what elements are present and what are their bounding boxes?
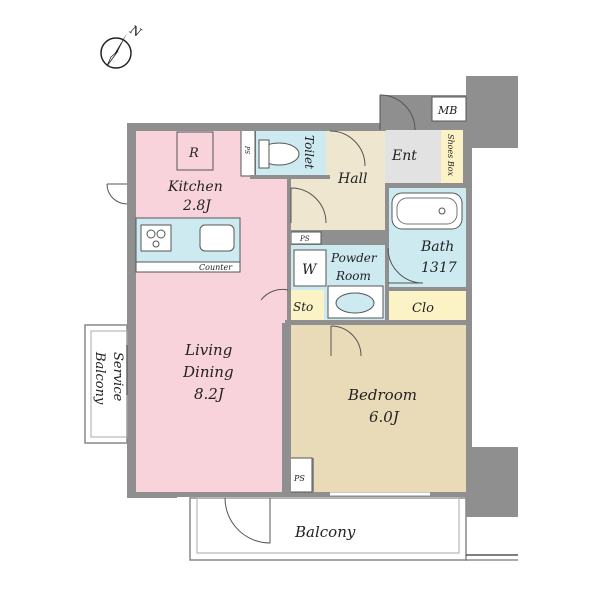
inner-wall-bath-left [385, 185, 389, 323]
balcony-name: Balcony [294, 523, 356, 541]
powder-room-line1: Powder [330, 251, 378, 265]
north-compass: N [100, 22, 144, 69]
front-door [379, 94, 416, 131]
stove-burner-icon [146, 229, 156, 239]
toilet-name: Toilet [302, 135, 316, 169]
basin-icon [335, 292, 375, 314]
corner-column-right [466, 447, 518, 517]
shaft-column [466, 76, 518, 148]
entrance-floor [385, 130, 441, 185]
living-name-line1: Living [184, 341, 232, 359]
service-balcony-line1: Service [110, 352, 125, 402]
inner-wall-bedroom-top [285, 320, 467, 325]
compass-needle-tail-icon [106, 50, 119, 67]
inner-wall-toilet-bottom [250, 175, 330, 179]
sink-icon [199, 224, 235, 252]
bedroom-size: 6.0J [369, 408, 400, 426]
shoes-box-label: Shoes Box [446, 134, 455, 177]
counter-strip [135, 261, 241, 273]
bathtub-icon [391, 192, 463, 230]
bedroom-floor [290, 324, 466, 492]
powder-room-line2: Room [335, 269, 371, 283]
storage-floor [288, 290, 324, 324]
ps-label-powder: PS [299, 235, 310, 243]
inner-wall-bath-top [385, 183, 467, 188]
meter-box [431, 96, 467, 122]
kitchen-side-door [106, 183, 128, 205]
meter-box-label: MB [437, 104, 457, 117]
living-door [290, 187, 327, 224]
toilet-tank-icon [258, 139, 270, 169]
living-size: 8.2J [194, 385, 225, 403]
stove-burner-icon-2 [156, 229, 166, 239]
hall-door [329, 130, 366, 167]
storage-door [260, 288, 289, 301]
refrigerator-space [176, 131, 214, 171]
inner-wall-hall-left [287, 176, 291, 326]
washer-space [293, 249, 327, 287]
closet-label: Clo [412, 301, 434, 316]
balcony [189, 497, 467, 561]
inner-wall-closet-top [385, 287, 467, 291]
fridge-label: R [188, 146, 199, 161]
bath-size: 1317 [421, 260, 457, 276]
shoes-box-floor [441, 130, 463, 185]
hall-name: Hall [337, 171, 368, 187]
balcony-door [224, 497, 271, 544]
service-balcony-line2: Balcony [92, 351, 107, 405]
entrance-name: Ent [391, 148, 417, 164]
ps-label-kitchen: PS [243, 145, 250, 154]
living-name-line2: Dining [182, 363, 234, 381]
storage-label: Sto [293, 300, 313, 314]
kitchen-size: 2.8J [182, 198, 212, 214]
bedroom-name: Bedroom [347, 386, 417, 404]
compass-label: N [127, 22, 144, 40]
stove-burner-icon-3 [152, 240, 160, 248]
inner-wall-bedroom-left [285, 323, 291, 493]
kitchen-name: Kitchen [167, 179, 223, 195]
living-floor [136, 275, 290, 492]
counter-label: Counter [199, 263, 233, 272]
inner-wall-kitchen-top [127, 123, 386, 131]
ps-label-bedroom: PS [293, 474, 305, 483]
bedroom-door [330, 325, 362, 357]
service-balcony [84, 324, 128, 444]
bathtub-drain-icon [438, 207, 446, 215]
bath-door [387, 247, 424, 284]
bath-name: Bath [420, 239, 454, 255]
closet-floor [388, 290, 466, 324]
balcony-inner [196, 497, 460, 554]
washer-label: W [302, 262, 318, 278]
bathtub-inner-icon [396, 197, 458, 225]
